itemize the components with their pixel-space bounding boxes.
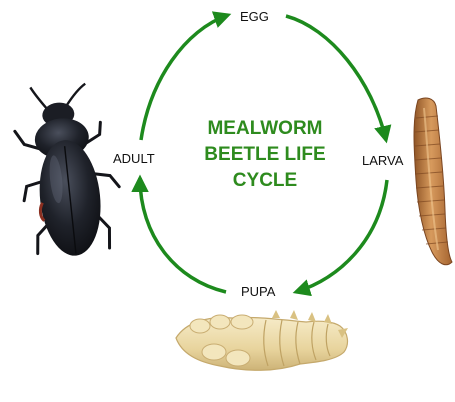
adult-beetle-illustration	[10, 79, 125, 260]
mealworm-larva-illustration	[414, 98, 452, 265]
stage-label-pupa: PUPA	[241, 284, 276, 299]
stage-label-adult: ADULT	[113, 151, 155, 166]
mealworm-pupa-illustration	[176, 310, 348, 370]
stage-label-larva: LARVA	[362, 153, 404, 168]
arrow-larva-to-pupa	[296, 180, 387, 292]
arrow-pupa-to-adult	[140, 178, 226, 292]
title-line-2: BEETLE LIFE	[204, 144, 325, 165]
stage-label-egg: EGG	[240, 9, 269, 24]
title-line-3: CYCLE	[233, 170, 297, 191]
title-line-1: MEALWORM	[207, 118, 322, 139]
diagram-title: MEALWORM BEETLE LIFE CYCLE	[204, 118, 325, 191]
